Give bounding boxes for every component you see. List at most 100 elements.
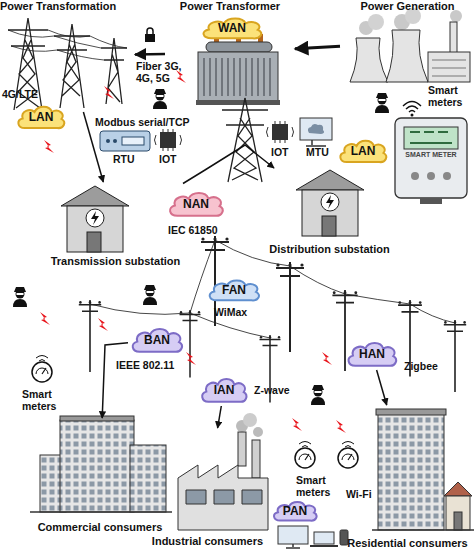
power-plant-illustration [350, 38, 388, 82]
power-pole [276, 262, 304, 352]
factory-illustration [243, 413, 257, 427]
cloud-text-holder: HAN [344, 338, 400, 370]
text-label: Smart meters [428, 84, 473, 108]
iot-chip [267, 121, 294, 143]
smart-meter-illustration [443, 172, 451, 180]
node-caption-holder: Power Transformation [0, 0, 135, 13]
illustration-node: Transmission substation [48, 182, 183, 268]
cloud-outline [202, 379, 246, 402]
node-caption-holder: Residential consumers [340, 537, 475, 550]
power-transformer-illustration [198, 52, 278, 102]
network-cloud: WAN [198, 14, 266, 42]
power-plant-illustration [450, 22, 457, 54]
cloud-text-holder: LAN [336, 136, 390, 166]
text-label: IOT [271, 146, 289, 158]
commercial-buildings [130, 445, 166, 512]
rtu-device [106, 139, 110, 143]
network-cloud: PAN [270, 498, 320, 524]
rtu-device [100, 131, 150, 151]
network-name: BAN [144, 333, 170, 347]
cloud-text-holder: IAN [198, 374, 250, 406]
factory-illustration [186, 490, 262, 504]
rtu-device [113, 139, 117, 143]
illustration-node: Power Generation [340, 0, 475, 85]
power-transformer-illustration [196, 34, 280, 105]
smart-meter-illustration [411, 172, 419, 180]
text-label: Smart meters [296, 474, 341, 498]
lock-icon [145, 34, 155, 42]
attack-bolt [104, 86, 114, 99]
pan-devices [310, 545, 338, 547]
illustration-node: Industrial consumers [140, 428, 275, 548]
smart-meter-icon [295, 442, 315, 469]
smart-meter-icon [338, 442, 358, 469]
attack-bolt [322, 352, 332, 365]
illustration-node: Power Transformer [165, 0, 295, 105]
connector-arrow [183, 145, 274, 184]
pan-devices [278, 526, 308, 544]
power-pole [180, 310, 201, 378]
text-label: Fiber 3G, 4G, 5G [136, 60, 200, 84]
illustration-node: Residential consumers [340, 405, 475, 550]
power-plant-illustration [428, 52, 470, 82]
connector-arrow [135, 53, 165, 56]
factory-illustration [178, 465, 268, 530]
mtu-monitor [308, 124, 324, 134]
cloud-text-holder: LAN [14, 102, 68, 132]
commercial-buildings [60, 420, 134, 512]
node-caption: Power Transformer [165, 0, 295, 13]
connector-arrow [295, 46, 340, 49]
network-name: WAN [218, 21, 246, 35]
power-transformer-illustration [196, 100, 280, 105]
node-caption: Power Generation [340, 0, 475, 13]
commercial-buildings [30, 511, 172, 513]
network-cloud: NAN [165, 188, 227, 220]
pan-devices [286, 544, 300, 548]
pan-devices [340, 530, 348, 545]
cloud-outline [210, 280, 259, 300]
text-label: Z-wave [254, 384, 290, 396]
node-caption-holder: Power Transformer [165, 0, 295, 13]
network-cloud: FAN [205, 276, 263, 304]
node-caption: Residential consumers [340, 537, 475, 550]
hacker-icon [311, 385, 325, 405]
network-cloud: HAN [344, 338, 400, 370]
hacker-icon [13, 287, 27, 307]
network-cloud: IAN [198, 374, 250, 406]
text-label: WiMax [214, 306, 247, 318]
smart-meter-illustration [427, 172, 435, 180]
text-label: Wi-Fi [346, 488, 372, 500]
network-cloud: LAN [14, 102, 68, 132]
power-transformer-illustration [206, 42, 272, 52]
network-name: IAN [214, 383, 235, 397]
text-label: MTU [306, 146, 329, 158]
factory-illustration [253, 427, 263, 437]
text-label: Modbus serial/TCP [95, 116, 190, 128]
node-caption: Transmission substation [48, 255, 183, 268]
cloud-outline [18, 107, 64, 128]
cloud-outline [170, 193, 223, 216]
node-caption: Commercial consumers [25, 521, 175, 534]
transmission-towers [8, 30, 127, 60]
cloud-outline [340, 141, 386, 162]
power-plant-illustration [368, 14, 384, 30]
smart-meter-illustration [410, 132, 452, 143]
text-label: IOT [159, 153, 177, 165]
cloud-text-holder: BAN [128, 324, 186, 356]
cloud-text-holder: PAN [270, 498, 320, 524]
text-label: 4G/LTE [2, 88, 38, 100]
smart-meter-illustration [404, 127, 458, 149]
cloud-text-holder: NAN [165, 188, 227, 220]
attack-bolt [292, 418, 302, 431]
attack-bolt [98, 318, 108, 331]
smart-meter-illustration [420, 198, 442, 204]
text-label: Smart meters [22, 388, 67, 412]
lattice-tower [222, 98, 268, 182]
cloud-outline [349, 343, 397, 366]
factory-illustration [238, 432, 246, 466]
factory-illustration [178, 413, 268, 530]
lock-icon [145, 28, 155, 42]
power-plant-illustration [350, 8, 470, 82]
factory-illustration [252, 440, 260, 478]
